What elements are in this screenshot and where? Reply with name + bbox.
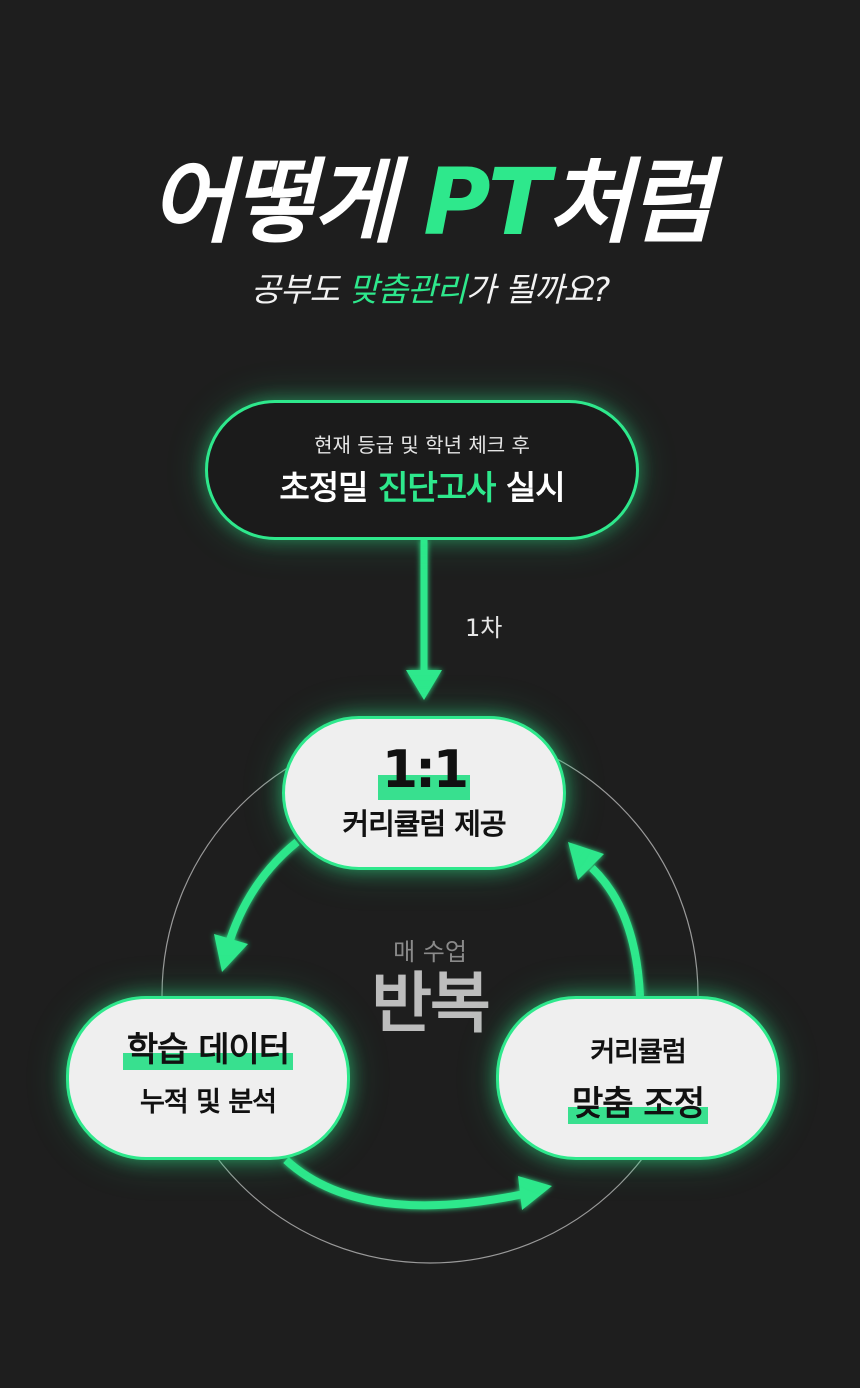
node-left-title: 학습 데이터 — [122, 1030, 294, 1070]
cycle-center-title: 반복 — [371, 965, 490, 1042]
node-curriculum-provide: 1:1 커리큘럼 제공 — [282, 716, 566, 870]
cycle-center-caption: 매 수업 — [393, 938, 467, 966]
node-top-caption: 커리큘럼 제공 — [342, 807, 506, 841]
page-title: 어떻게 PT처럼 — [149, 149, 713, 256]
diagnostic-test-title: 초정밀 진단고사 실시 — [279, 468, 565, 507]
page-subtitle-accent: 맞춤관리 — [348, 270, 466, 309]
node-curriculum-adjust: 커리큘럼 맞춤 조정 — [496, 996, 780, 1160]
cycle-arrow-top-to-left — [214, 838, 300, 972]
page-title-accent: PT — [423, 149, 550, 256]
node-learning-data: 학습 데이터 누적 및 분석 — [66, 996, 350, 1160]
down-arrow — [406, 540, 442, 700]
node-right-title: 맞춤 조정 — [568, 1084, 708, 1124]
node-right-caption: 커리큘럼 — [590, 1037, 686, 1068]
page-subtitle: 공부도 맞춤관리가 될까요? — [250, 270, 610, 309]
cycle-arrow-left-to-right — [283, 1157, 552, 1210]
diagnostic-test-box: 현재 등급 및 학년 체크 후 초정밀 진단고사 실시 — [205, 400, 639, 540]
cycle-arrow-right-to-top — [568, 842, 644, 997]
diagnostic-test-caption: 현재 등급 및 학년 체크 후 — [314, 433, 530, 457]
node-left-caption: 누적 및 분석 — [140, 1087, 277, 1118]
node-top-title: 1:1 — [377, 740, 471, 800]
step-label: 1차 — [465, 614, 503, 642]
